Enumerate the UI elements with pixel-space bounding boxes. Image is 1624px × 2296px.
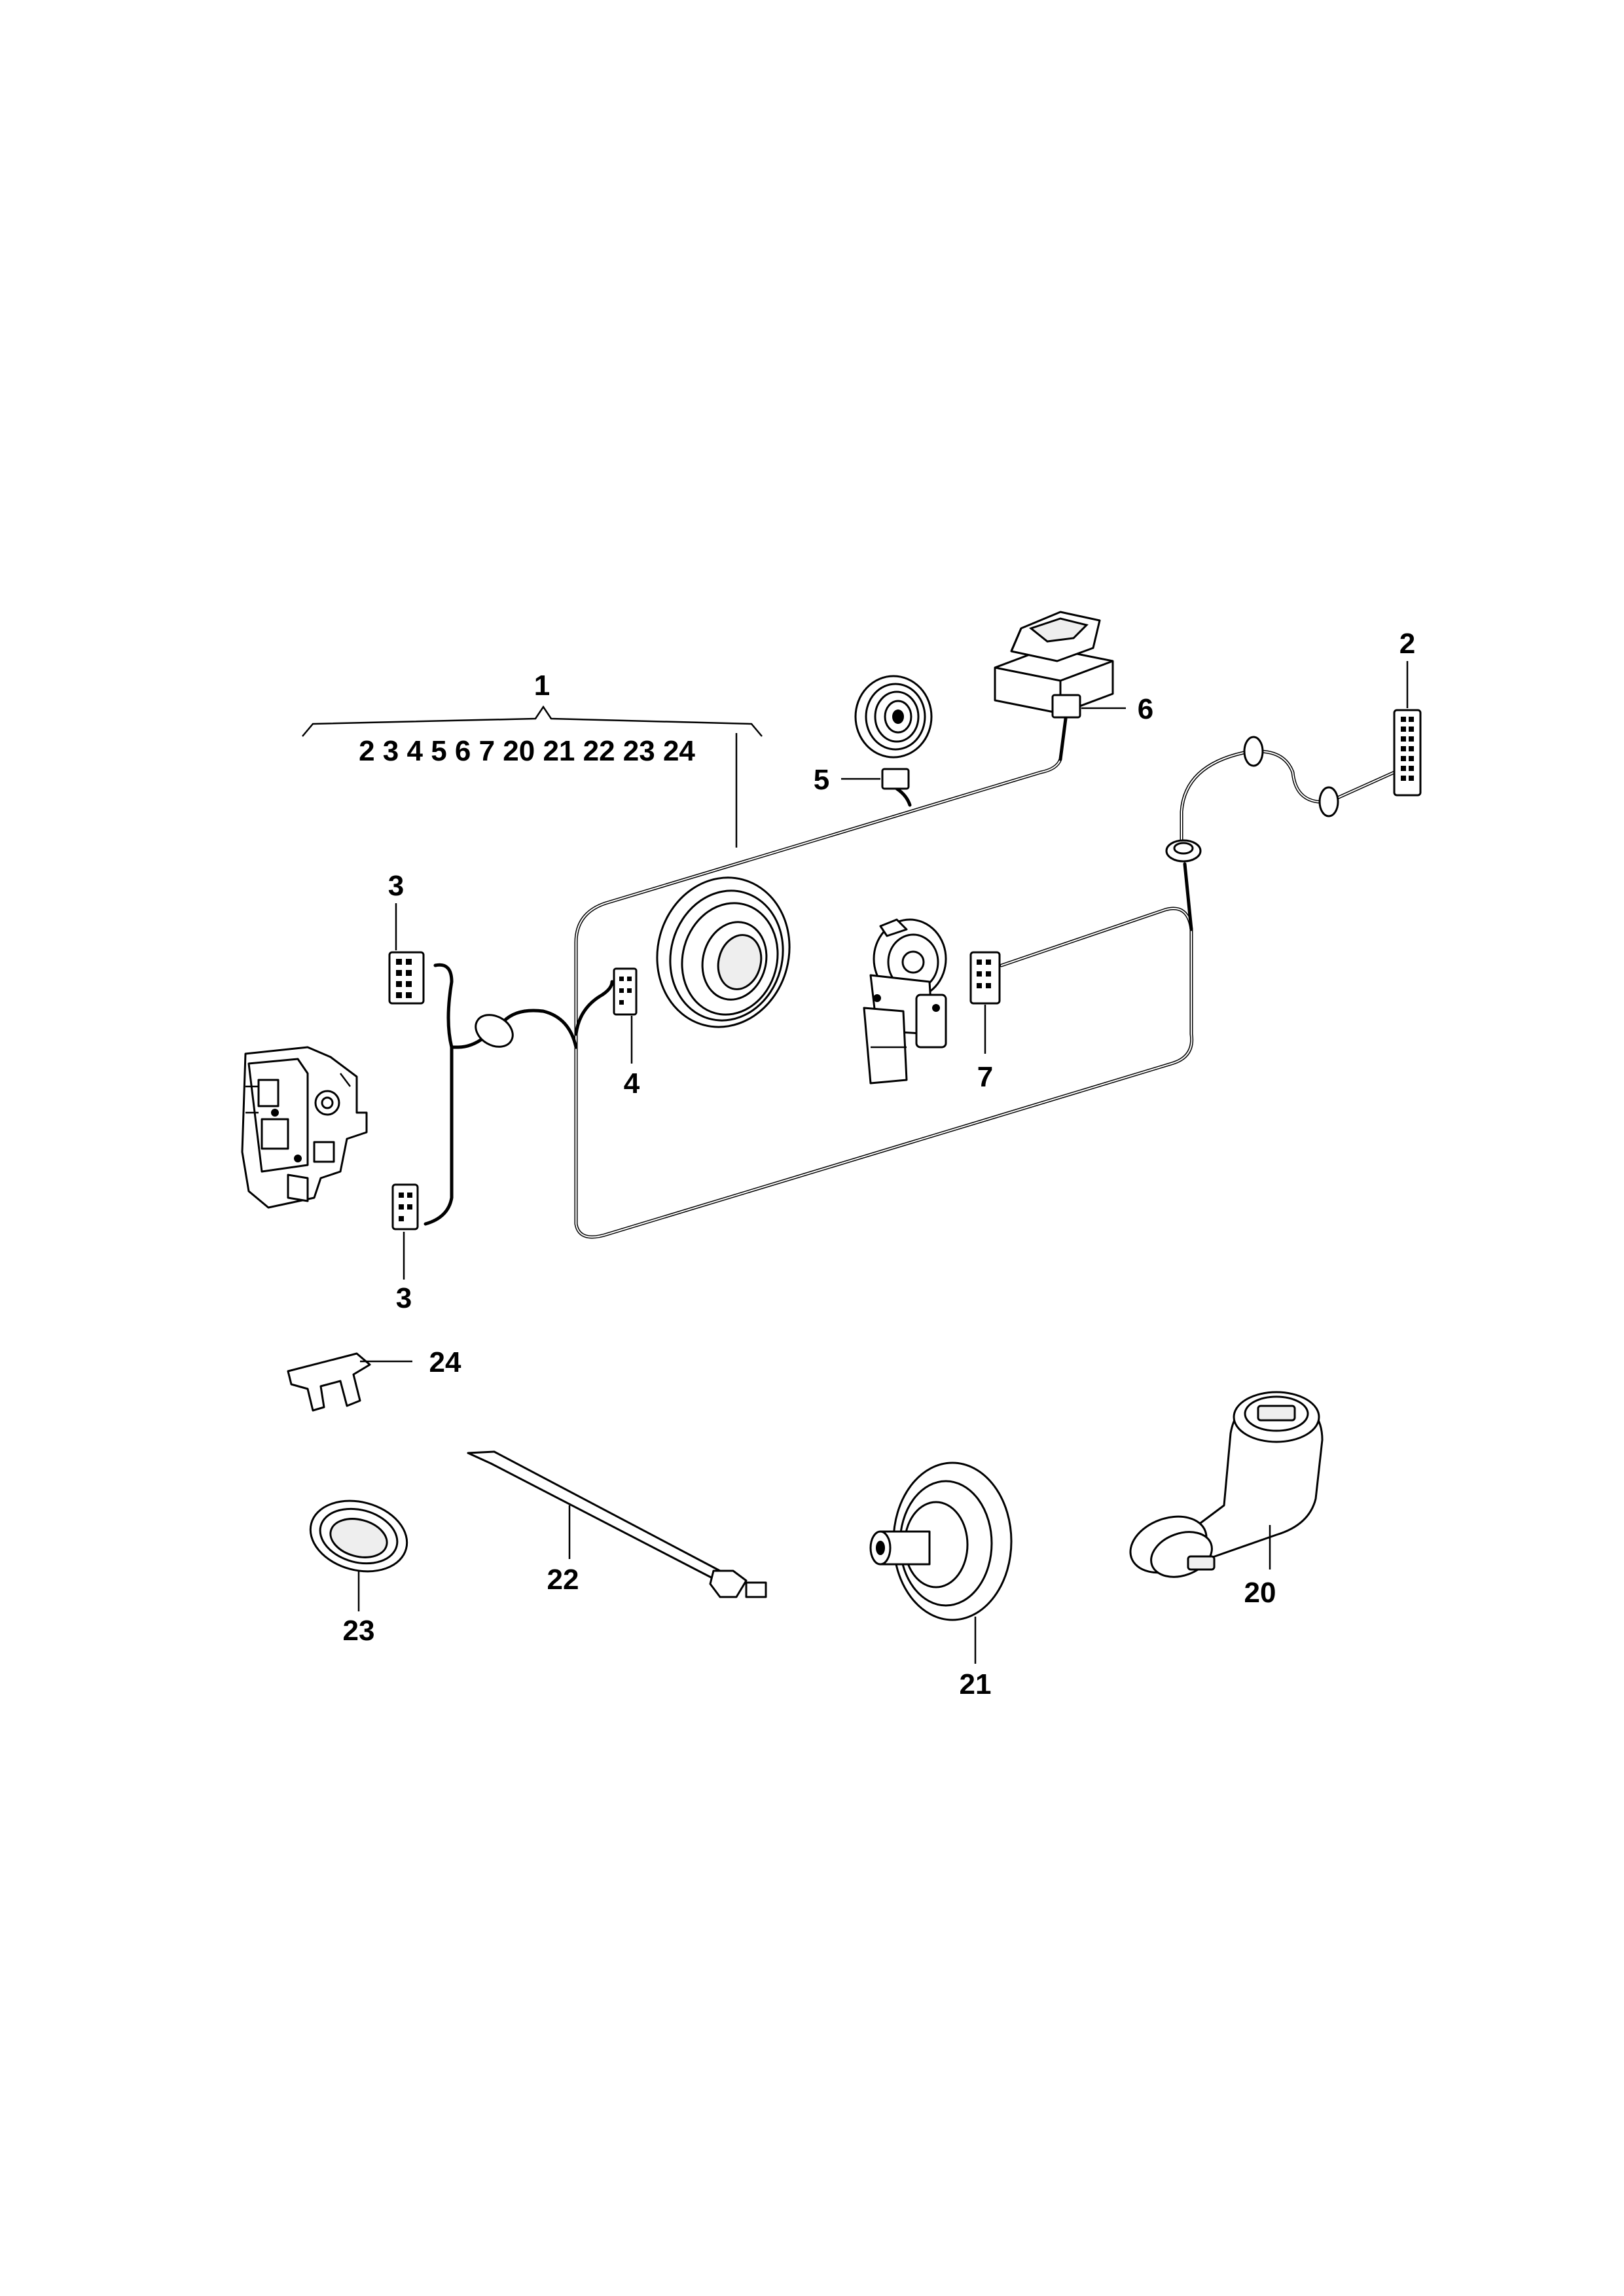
- connector-5: [841, 768, 910, 790]
- harness-grommet-top-2: [1318, 786, 1339, 817]
- part-24-clip: [287, 1352, 412, 1412]
- part-21-grommet: [869, 1462, 1013, 1664]
- callout-24: 24: [429, 1346, 461, 1378]
- tweeter: [854, 675, 933, 759]
- callout-7: 7: [977, 1061, 993, 1093]
- wiring-harness: [424, 736, 1396, 1239]
- harness-branch-2: [1180, 749, 1396, 853]
- callout-21: 21: [960, 1668, 992, 1700]
- connector-2: [1393, 661, 1422, 797]
- assembly-number: 1: [534, 670, 550, 702]
- part-22-cable-tie: [467, 1450, 767, 1598]
- part-23-plug: [309, 1499, 408, 1611]
- part-20-boot: [1129, 1391, 1324, 1578]
- harness-grommet-left: [475, 1014, 514, 1048]
- harness-branch-4: [502, 980, 614, 1049]
- callout-4: 4: [624, 1067, 640, 1100]
- callout-20: 20: [1244, 1577, 1276, 1609]
- connector-7: [969, 951, 1001, 1054]
- callout-2: 2: [1399, 628, 1415, 660]
- callout-23: 23: [343, 1615, 375, 1647]
- callout-3-upper: 3: [388, 870, 404, 902]
- assembly-brace: [302, 705, 763, 737]
- window-switch: [994, 611, 1114, 715]
- callout-3-lower: 3: [396, 1282, 412, 1314]
- connector-3-upper: [388, 903, 425, 1005]
- callout-22: 22: [547, 1564, 579, 1596]
- harness-branch-5: [895, 787, 912, 807]
- assembly-contents: 2 3 4 5 6 7 20 21 22 23 24: [359, 735, 695, 767]
- harness-branch-3: [424, 963, 486, 1226]
- connector-4: [613, 967, 638, 1064]
- loudspeaker: [656, 876, 791, 1028]
- harness-grommet-top-1: [1243, 736, 1264, 767]
- window-motor: [863, 918, 947, 1085]
- callout-6: 6: [1138, 693, 1153, 725]
- callout-5: 5: [814, 764, 829, 796]
- assembly-header: 1 2 3 4 5 6 7 20 21 22 23 24: [302, 670, 763, 848]
- connector-6: [1051, 694, 1126, 761]
- door-lock-module: [241, 1046, 368, 1209]
- connector-3-lower: [391, 1183, 419, 1280]
